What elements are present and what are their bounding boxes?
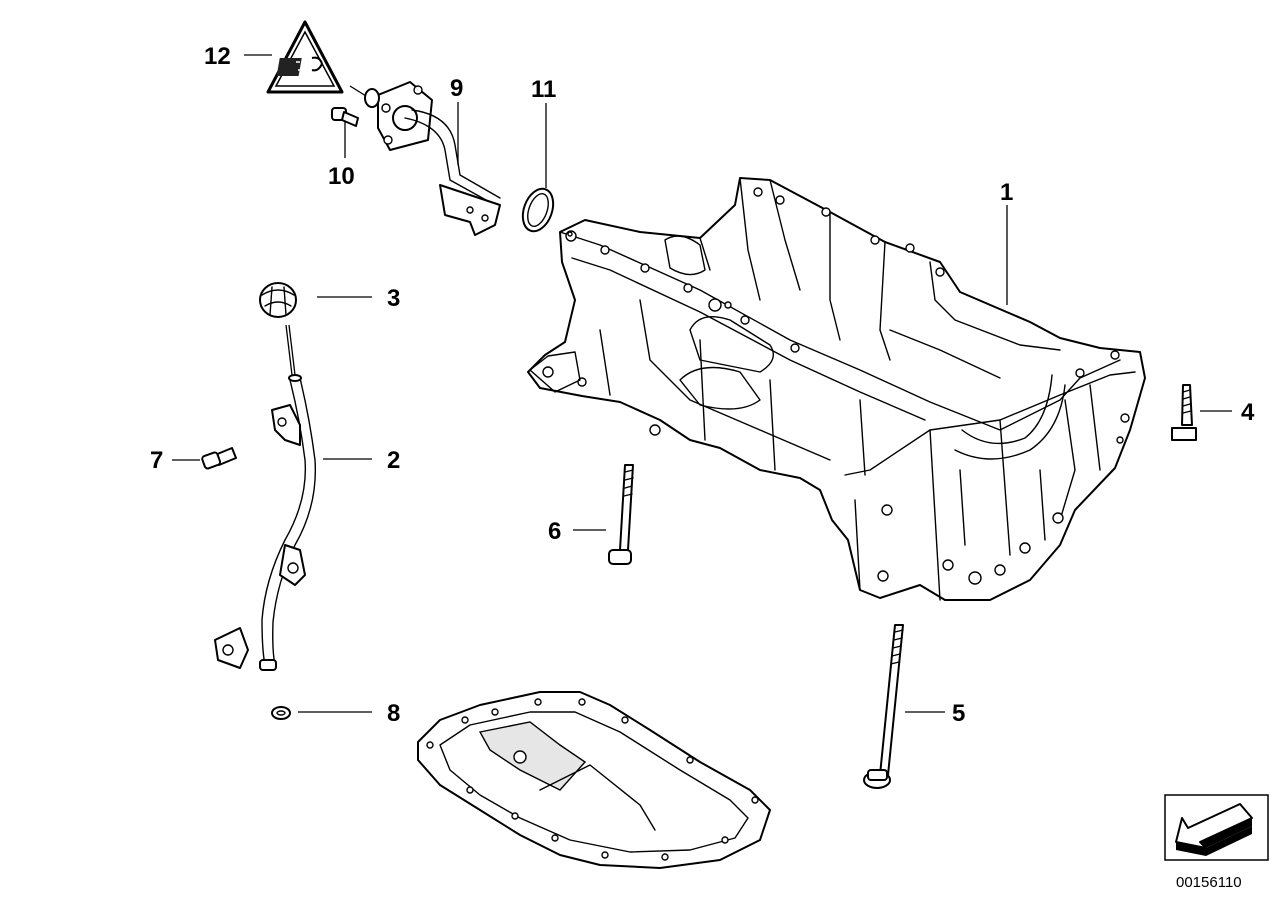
seal-ring-8 xyxy=(271,706,291,720)
callout-6: 6 xyxy=(548,518,561,545)
lower-oil-pan xyxy=(417,691,771,869)
oil-pickup-pipe xyxy=(364,81,501,236)
callout-7: 7 xyxy=(150,447,163,474)
callout-4: 4 xyxy=(1241,399,1255,426)
diagram-number: 00156110 xyxy=(1176,874,1242,891)
dipstick-guide-tube xyxy=(214,374,317,671)
callout-1: 1 xyxy=(1000,179,1013,206)
oil-dipstick xyxy=(259,282,297,376)
o-ring-11 xyxy=(521,187,555,233)
callout-labels: 1 2 3 4 5 6 7 8 9 10 11 12 xyxy=(150,43,1255,727)
bolt-10 xyxy=(331,107,359,127)
callout-5: 5 xyxy=(952,700,965,727)
callout-8: 8 xyxy=(387,700,400,727)
leader-lines xyxy=(172,54,1232,713)
crankcase-housing xyxy=(527,177,1146,601)
orientation-box xyxy=(1164,794,1269,861)
bolt-7 xyxy=(201,447,237,470)
triangle-note-icon xyxy=(266,20,344,94)
callout-2: 2 xyxy=(387,447,400,474)
bolt-5 xyxy=(863,624,904,789)
bolt-6 xyxy=(608,464,634,565)
callout-11: 11 xyxy=(531,76,556,103)
callout-3: 3 xyxy=(387,285,400,312)
callout-12: 12 xyxy=(204,43,231,70)
callout-9: 9 xyxy=(450,75,463,102)
callout-10: 10 xyxy=(328,163,355,190)
bolt-4 xyxy=(1171,384,1197,441)
arrow-corner-icon xyxy=(1175,803,1253,856)
